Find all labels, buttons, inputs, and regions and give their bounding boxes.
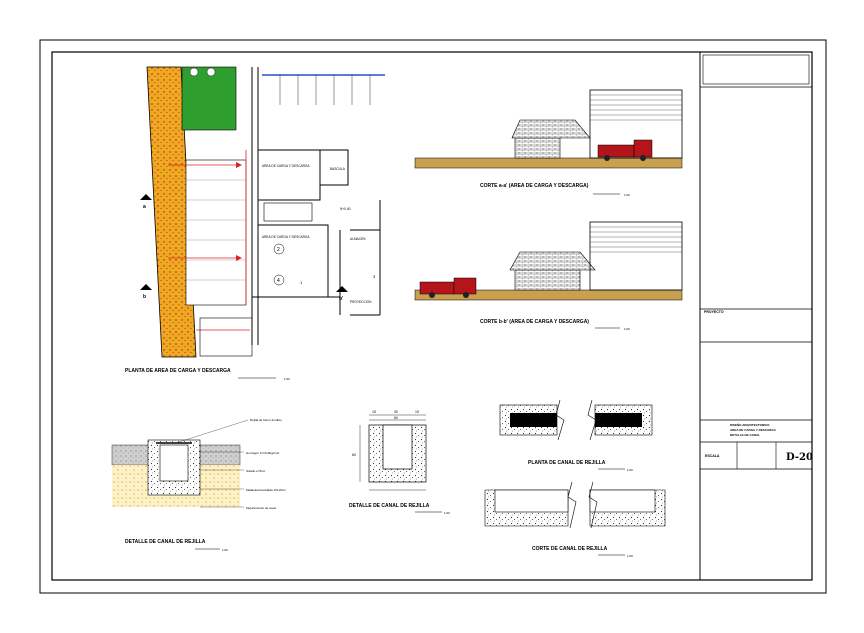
dim-4: 60 <box>394 416 398 420</box>
section-b-title: CORTE b-b' (AREA DE CARGA Y DESCARGA) <box>480 319 589 325</box>
loading-yard <box>185 159 247 306</box>
title-block: PROYECTO DISEÑO ARQUITECTONICO AREA DE C… <box>699 52 813 580</box>
warehouse-outline <box>589 221 683 291</box>
detail-middle-scale: 1:00 <box>444 511 450 515</box>
section-b: CORTE b-b' (AREA DE CARGA Y DESCARGA) 1:… <box>414 221 683 331</box>
section-a-title: CORTE a-a' (AREA DE CARGA Y DESCARGA) <box>480 183 589 189</box>
proyecto-label: PROYECTO <box>704 310 724 314</box>
detail-middle-title: DETALLE DE CANAL DE REJILLA <box>349 503 430 509</box>
channel-void <box>382 424 413 470</box>
brick-wall <box>514 137 561 159</box>
label-almacen: ALMACEN <box>350 237 366 241</box>
truck-b <box>419 277 477 298</box>
truck-a <box>597 139 653 161</box>
tree-symbol <box>206 67 216 77</box>
dim-5: 60 <box>352 453 356 457</box>
label-area-carga-mid: AREA DE CARGA Y DESCARGA <box>262 235 310 239</box>
label-n4: 4 <box>277 278 280 284</box>
tree-symbol <box>189 67 199 77</box>
vehicle-outline <box>263 202 313 222</box>
break-line <box>588 481 598 529</box>
dim-2: 30 <box>394 410 398 414</box>
sheet-code: D-20 <box>786 452 813 463</box>
channel-detail-middle: 15 30 15 60 60 DETALLE DE CANAL DE REJIL… <box>349 410 450 515</box>
leader-line <box>175 419 249 444</box>
plan-view: AREA DE CARGA Y DESCARGA AREA DE CARGA Y… <box>125 66 385 381</box>
ramp-zone <box>199 317 253 357</box>
plan-scale: 1:00 <box>284 377 290 381</box>
plan-title: PLANTA DE AREA DE CARGA Y DESCARGA <box>125 368 231 374</box>
perimeter-wall-hatch <box>146 66 197 358</box>
section-marker <box>140 284 152 290</box>
channel-section: CORTE DE CANAL DE REJILLA 1:00 <box>484 481 666 558</box>
top-bays <box>279 75 371 105</box>
label-proyeccion: PROYECCION <box>350 300 372 304</box>
break-line <box>567 481 577 529</box>
dim-3: 15 <box>415 410 419 414</box>
callout-3: Solado e=5cm <box>246 469 266 473</box>
section-b-scale: 1:00 <box>624 327 630 331</box>
label-n3: 3 <box>373 274 376 279</box>
channel-void <box>159 444 189 482</box>
roof-tile <box>509 251 596 271</box>
warehouse-outline <box>589 89 683 159</box>
section-marker <box>140 194 152 200</box>
contenido-line1: DISEÑO ARQUITECTONICO <box>730 422 770 427</box>
escala-label: ESCALA <box>705 454 720 458</box>
break-line <box>587 399 597 441</box>
dim-1: 15 <box>372 410 376 414</box>
channel-detail-left: Rejilla de hierro fundido Hormigon f'c=2… <box>111 418 286 552</box>
cut-label-b: b <box>143 294 146 300</box>
contenido-line3: DETALLE DE CANAL <box>730 433 760 437</box>
label-area-carga-top: AREA DE CARGA Y DESCARGA <box>262 164 310 168</box>
channel-plan: PLANTA DE CANAL DE REJILLA 1:00 <box>499 399 653 472</box>
channel-section-scale: 1:00 <box>627 554 633 558</box>
section-a: CORTE a-a' (AREA DE CARGA Y DESCARGA) 1:… <box>414 89 683 197</box>
break-line <box>555 399 565 441</box>
label-n2: 2 <box>277 247 280 253</box>
channel-section-void <box>494 489 569 513</box>
roof-tile <box>511 119 591 139</box>
channel-plan-scale: 1:00 <box>627 468 633 472</box>
detail-left-title: DETALLE DE CANAL DE REJILLA <box>125 539 206 545</box>
callout-2: Hormigon f'c=210kg/cm2 <box>246 451 280 455</box>
building-walls <box>251 67 381 345</box>
channel-section-title: CORTE DE CANAL DE REJILLA <box>532 546 608 552</box>
callout-5: Mejoramiento de suelo <box>246 506 277 510</box>
arrowhead <box>236 162 242 168</box>
warehouse-cladding <box>590 94 682 121</box>
callout-1: Rejilla de hierro fundido <box>250 418 282 422</box>
section-marker <box>336 286 348 292</box>
label-n1: 1 <box>300 280 303 285</box>
cut-label-b2: b' <box>339 296 343 302</box>
label-bascula: BASCULA <box>330 167 346 171</box>
warehouse-cladding <box>590 226 682 253</box>
cut-label-a: a <box>143 204 146 210</box>
channel-plan-title: PLANTA DE CANAL DE REJILLA <box>528 460 606 466</box>
room-number-tag <box>273 243 285 255</box>
grate-plan <box>595 413 642 427</box>
sheet-inner-border <box>51 51 813 581</box>
grate-plan <box>510 413 557 427</box>
room-number-tag <box>273 274 285 286</box>
label-nivel: N+0.40 <box>340 207 351 211</box>
contenido-line2: AREA DE CARGA Y DESCARGA <box>730 428 777 432</box>
section-a-scale: 1:00 <box>624 193 630 197</box>
logo-box <box>702 54 810 85</box>
lawn-area <box>181 66 237 131</box>
callout-4: Mallaelectrosoldada 15x15cm <box>246 488 286 492</box>
detail-left-scale: 1:00 <box>222 548 228 552</box>
sheet-outer-border <box>39 39 827 594</box>
brick-wall <box>514 269 581 291</box>
arrowhead <box>236 255 242 261</box>
channel-section-void <box>589 489 656 513</box>
